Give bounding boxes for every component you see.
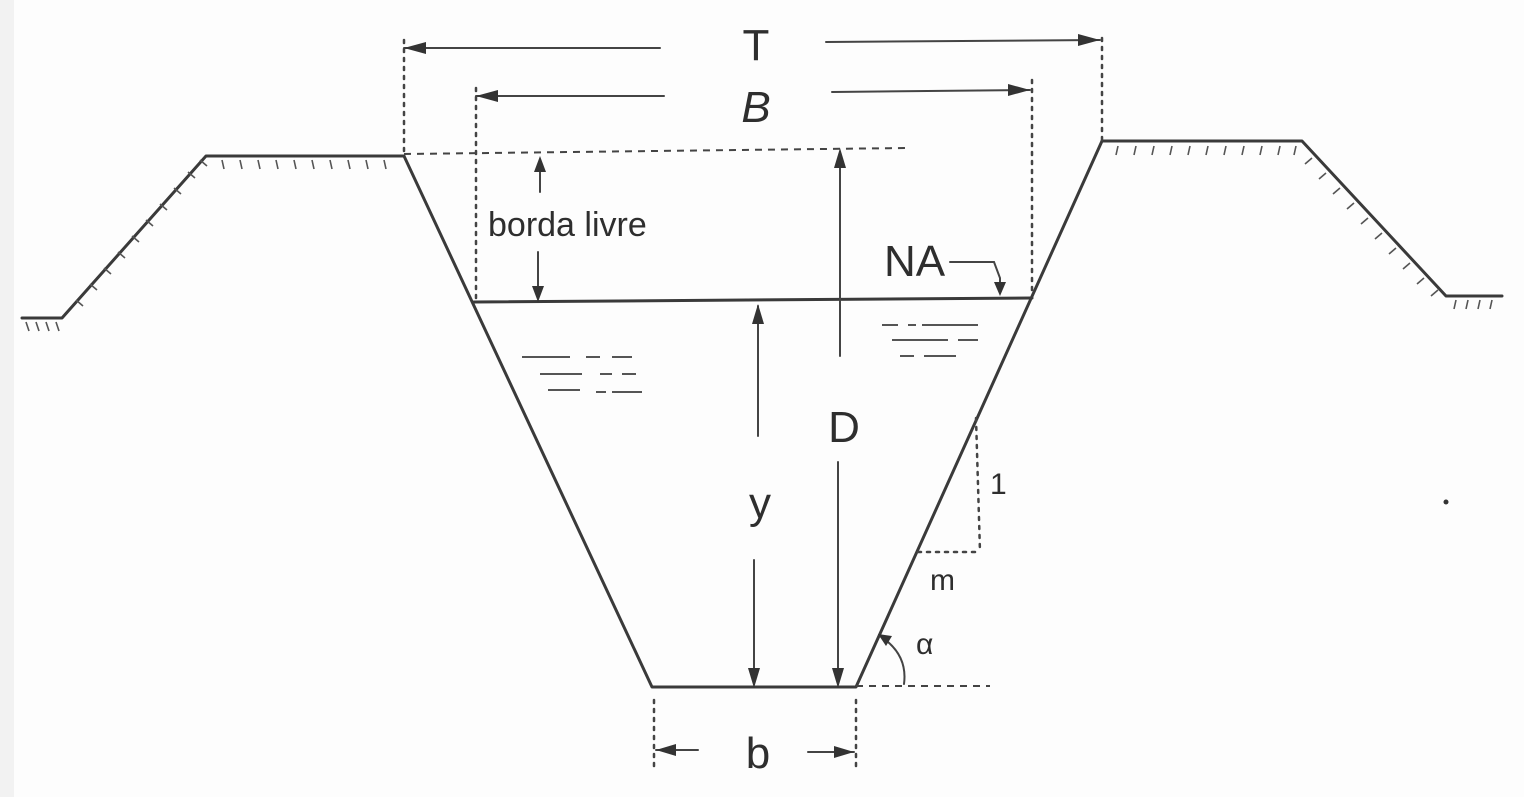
freeboard-dimension	[532, 156, 546, 302]
B-dimension	[475, 84, 1031, 102]
paper-edge	[0, 0, 14, 797]
T-dimension	[403, 34, 1101, 54]
B-label: B	[741, 83, 770, 132]
angle-arc	[878, 634, 906, 685]
water-level-leader	[949, 261, 1006, 296]
b-dimension	[655, 744, 855, 758]
y-dimension	[748, 304, 764, 688]
y-label: y	[749, 479, 771, 528]
slope-horizontal-label: m	[930, 564, 955, 597]
water-ripples-left	[522, 356, 642, 393]
b-label: b	[746, 729, 770, 778]
T-label: T	[743, 21, 770, 70]
left-embankment	[20, 154, 406, 332]
ink-dot	[1443, 499, 1449, 505]
slope-vertical-label: 1	[990, 468, 1007, 501]
D-dimension	[832, 148, 846, 688]
left-embankment-hatching	[25, 159, 387, 332]
top-of-bank-line	[403, 147, 907, 155]
right-embankment	[1100, 139, 1504, 310]
freeboard-label: borda livre	[488, 206, 647, 244]
angle-label: α	[916, 628, 933, 661]
water-ripples-right	[882, 324, 978, 357]
right-embankment-hatching	[1115, 145, 1493, 310]
D-label: D	[828, 403, 860, 452]
water-surface-line	[472, 296, 1034, 304]
slope-triangle	[916, 416, 982, 554]
water-level-label: NA	[884, 237, 946, 286]
